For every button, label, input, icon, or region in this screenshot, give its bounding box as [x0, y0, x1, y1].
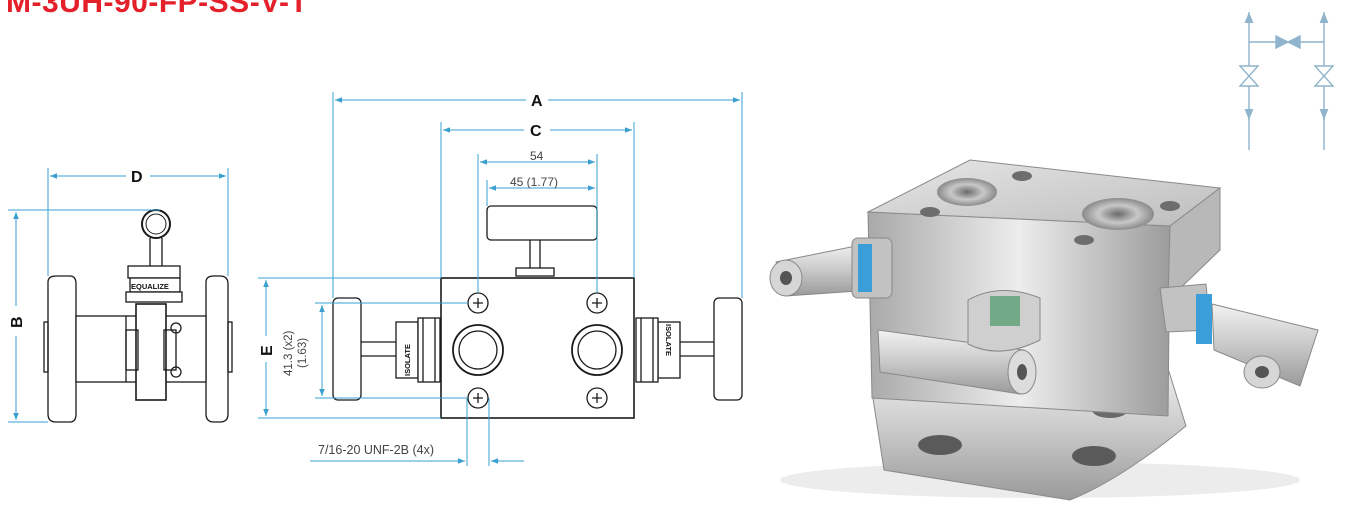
dim-label-a: A: [531, 93, 543, 110]
dimension-41-3: [315, 302, 468, 399]
dim-label-b: B: [9, 316, 26, 328]
dim-label-c: C: [530, 123, 542, 140]
dim-label-d: D: [131, 169, 143, 186]
side-view-drawing: [43, 209, 233, 423]
dimension-a: [332, 92, 743, 298]
dim-label-54: 54: [530, 149, 544, 163]
dim-label-e: E: [259, 345, 276, 356]
dim-label-41-3-inch: (1.63): [297, 338, 309, 368]
dimension-54: [477, 154, 598, 293]
dimension-d: [47, 168, 229, 276]
equalize-label: EQUALIZE: [131, 282, 169, 291]
isolate-label-left: ISOLATE: [403, 344, 412, 376]
product-render-image: [769, 159, 1319, 501]
page-title: M-3UH-90-FP-SS-V-T: [6, 0, 309, 19]
dimension-b: [8, 209, 160, 423]
thread-callout-label: 7/16-20 UNF-2B (4x): [318, 443, 434, 457]
isolate-label-right: ISOLATE: [664, 324, 673, 356]
dim-label-45: 45 (1.77): [510, 175, 558, 189]
dimension-thread: [310, 398, 524, 466]
dimension-e: [258, 277, 441, 419]
manifold-schematic-symbol: [1238, 12, 1335, 150]
dimension-c: [440, 122, 635, 278]
front-view-drawing: [332, 205, 743, 419]
dim-label-41-3: 41.3 (x2): [283, 330, 295, 376]
dimension-45: [486, 180, 598, 206]
